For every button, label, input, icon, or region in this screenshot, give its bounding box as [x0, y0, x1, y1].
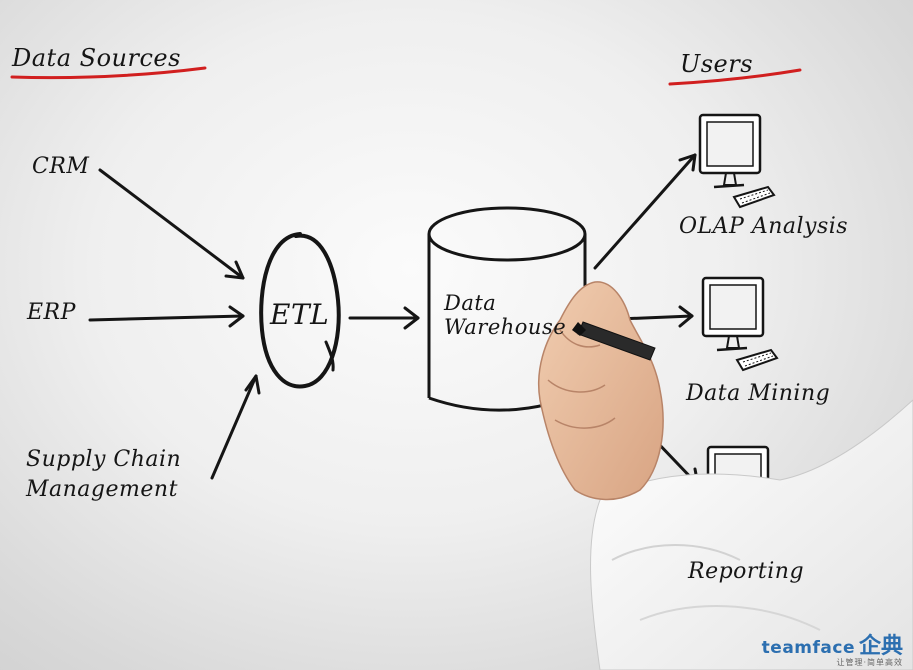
olap-computer-icon [698, 113, 776, 209]
users-underline [668, 68, 802, 86]
etl-label: ETL [270, 298, 330, 331]
watermark-brand-cn: 企典 [858, 634, 903, 659]
mining-computer-icon [701, 276, 779, 372]
warehouse-to-olap-arrow [593, 153, 697, 270]
erp-to-etl-arrow [88, 305, 245, 328]
hand-with-marker [537, 281, 913, 670]
crm-label: CRM [32, 154, 90, 179]
supply-chain-label-line2: Management [26, 477, 178, 502]
warehouse-label-line1: Data [444, 291, 497, 315]
reporting-label: Reporting [688, 559, 805, 584]
users-heading: Users [680, 50, 754, 78]
data-mining-label: Data Mining [686, 381, 831, 406]
etl-to-warehouse-arrow [348, 306, 420, 330]
warehouse-label-line2: Warehouse [444, 315, 567, 339]
data-sources-underline [10, 66, 207, 80]
watermark-brand: teamface [761, 638, 855, 658]
erp-label: ERP [27, 300, 76, 325]
crm-to-etl-arrow [98, 168, 245, 280]
data-sources-heading: Data Sources [12, 44, 181, 72]
supply-chain-to-etl-arrow [210, 374, 261, 480]
supply-chain-label-line1: Supply Chain [26, 447, 182, 472]
olap-analysis-label: OLAP Analysis [679, 214, 849, 239]
etl-ellipse [259, 232, 341, 389]
watermark-subtitle: 让管理·简单高效 [836, 658, 903, 667]
